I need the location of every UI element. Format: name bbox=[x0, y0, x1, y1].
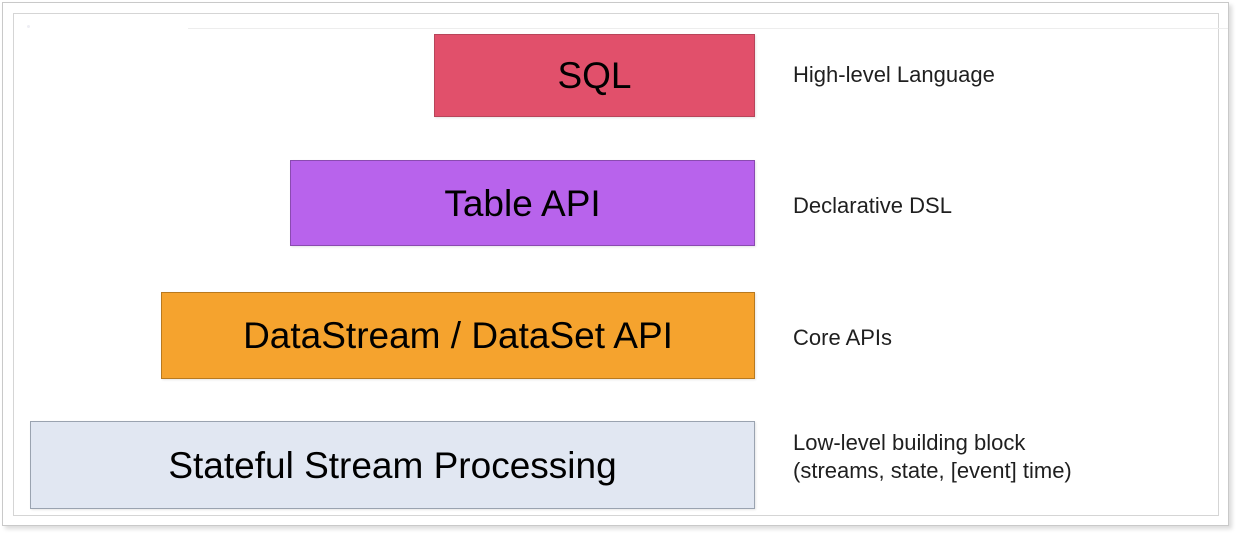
layer-annotation-stateful-stream-processing: Low-level building block (streams, state… bbox=[793, 430, 1072, 483]
layer-label-table-api: Table API bbox=[444, 182, 601, 224]
layer-bar-stateful-stream-processing[interactable]: Stateful Stream Processing bbox=[30, 421, 755, 509]
slide-canvas-border: SQL High-level Language Table API Declar… bbox=[13, 13, 1228, 516]
layer-bar-sql[interactable]: SQL bbox=[434, 34, 755, 117]
slide-frame: SQL High-level Language Table API Declar… bbox=[2, 2, 1229, 526]
layer-bar-table-api[interactable]: Table API bbox=[290, 160, 755, 246]
layer-annotation-sql: High-level Language bbox=[793, 62, 995, 87]
corner-marker-dot bbox=[27, 25, 30, 28]
layer-annotation-table-api: Declarative DSL bbox=[793, 193, 952, 218]
layer-annotation-datastream-dataset-api: Core APIs bbox=[793, 325, 893, 350]
layer-bar-datastream-dataset-api[interactable]: DataStream / DataSet API bbox=[161, 292, 755, 379]
layer-label-datastream-dataset-api: DataStream / DataSet API bbox=[243, 315, 673, 356]
top-hairline-divider bbox=[188, 28, 1228, 29]
layer-label-stateful-stream-processing: Stateful Stream Processing bbox=[168, 444, 617, 486]
diagram-canvas: SQL High-level Language Table API Declar… bbox=[14, 14, 1228, 515]
layer-label-sql: SQL bbox=[557, 55, 632, 96]
